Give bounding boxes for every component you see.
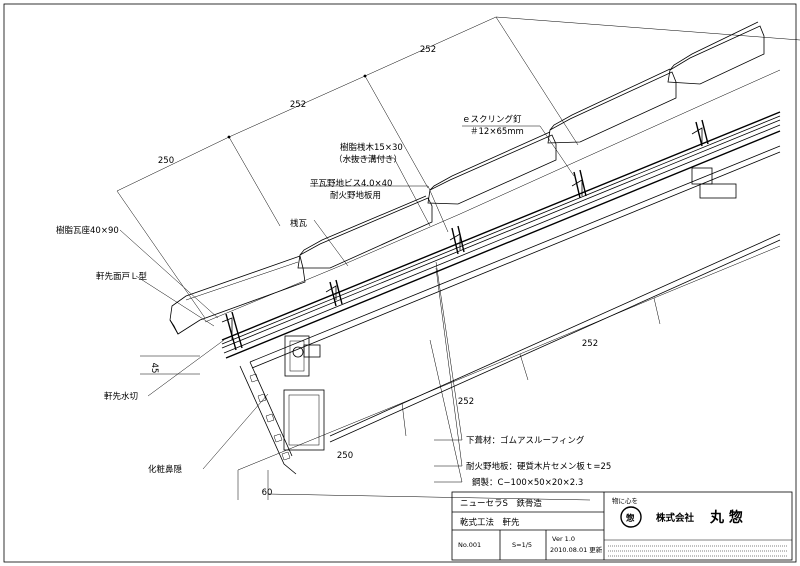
label-resin-batten-sub: （水抜き溝付き） <box>334 154 402 165</box>
dim-252-c: 252 <box>458 397 474 407</box>
company-address-lines <box>608 545 788 557</box>
steel-channels <box>283 167 737 451</box>
label-sanka: 桟瓦 <box>290 218 308 229</box>
company-logo-icon <box>620 506 642 528</box>
title-date: 2010.08.01 更新 <box>550 545 603 554</box>
company-prefix: 株式会社 <box>656 512 695 524</box>
top-dimension-lines <box>116 16 800 319</box>
label-eave-drip: 軒先水切 <box>104 391 138 402</box>
company-name: 丸 惣 <box>709 509 743 526</box>
underside-lines <box>267 233 781 501</box>
lower-dimension-lines <box>140 245 781 500</box>
dim-45: 45 <box>149 363 159 374</box>
title-product: ニューセラS 鉄骨造 <box>460 498 542 509</box>
fascia-board <box>239 361 297 475</box>
label-resin-batten: 樹脂桟木15×30 <box>340 142 403 153</box>
label-deck: 耐火野地板：硬質木片セメン板ｔ=25 <box>466 461 611 472</box>
label-screw-sub: 耐火野地板用 <box>330 190 381 201</box>
title-version: Ver 1.0 <box>552 535 575 543</box>
dim-252-d: 252 <box>582 339 598 349</box>
roof-tiles <box>169 21 781 335</box>
label-underlay: 下葺材：ゴムアスルーフィング <box>466 435 585 446</box>
screws <box>225 119 709 351</box>
company-motto: 物に心を <box>612 496 638 505</box>
deck-layers <box>221 111 781 369</box>
leader-lines <box>119 125 575 483</box>
title-scale: S=1/5 <box>512 541 532 549</box>
dim-252-b: 252 <box>420 45 436 55</box>
title-number: No.001 <box>458 541 481 549</box>
title-method: 乾式工法 軒先 <box>460 517 520 528</box>
label-nail-sub: ＃12×65mm <box>470 127 524 137</box>
label-eave-l: 軒先面戸Ｌ型 <box>96 271 148 282</box>
dim-60: 60 <box>262 488 273 498</box>
label-fascia: 化粧鼻隠 <box>148 464 183 475</box>
label-steel: 鋼製：C−100×50×20×2.3 <box>472 477 583 488</box>
company-logo-char: 惣 <box>626 513 635 524</box>
title-block <box>451 491 793 561</box>
label-resin-base: 樹脂瓦座40×90 <box>56 225 119 236</box>
label-nail: ｅスクリング釘 <box>462 114 522 125</box>
dim-250-bottom: 250 <box>337 451 353 461</box>
dim-252-a: 252 <box>290 100 306 110</box>
label-screw: 平瓦野地ビス4.0×40 <box>310 178 392 189</box>
dim-250-top: 250 <box>158 156 174 166</box>
sheet-border <box>3 3 797 563</box>
